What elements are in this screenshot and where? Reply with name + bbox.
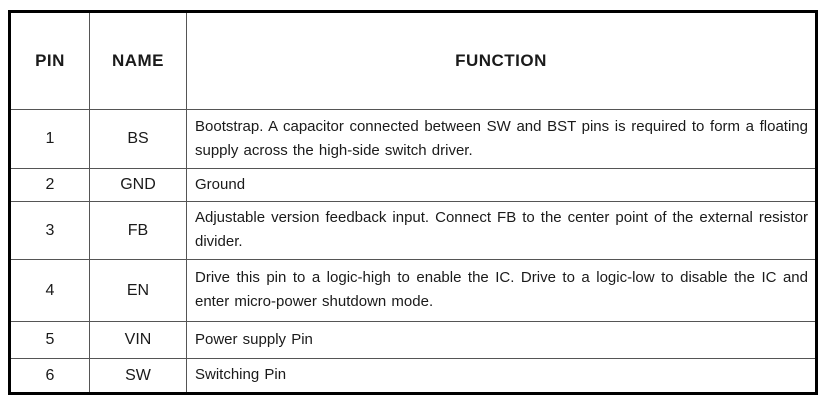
pin-number: 4 — [9, 259, 90, 322]
table-row: 3 FB Adjustable version feedback input. … — [9, 201, 817, 260]
table-header-row: PIN NAME FUNCTION — [9, 11, 817, 110]
table-row: 2 GND Ground — [9, 168, 817, 202]
pin-number: 2 — [9, 168, 90, 202]
pin-name: GND — [89, 168, 187, 202]
pin-name: FB — [89, 201, 187, 260]
pin-function-table-container: PIN NAME FUNCTION 1 BS Bootstrap. A capa… — [8, 10, 818, 395]
table-row: 6 SW Switching Pin — [9, 358, 817, 394]
pin-number: 3 — [9, 201, 90, 260]
header-function: FUNCTION — [186, 11, 817, 110]
pin-number: 5 — [9, 321, 90, 359]
pin-function-table: PIN NAME FUNCTION 1 BS Bootstrap. A capa… — [8, 10, 818, 395]
pin-function: Ground — [186, 168, 817, 202]
pin-number: 1 — [9, 109, 90, 169]
pin-function: Power supply Pin — [186, 321, 817, 359]
pin-name: BS — [89, 109, 187, 169]
pin-name: VIN — [89, 321, 187, 359]
table-row: 4 EN Drive this pin to a logic-high to e… — [9, 259, 817, 322]
table-row: 5 VIN Power supply Pin — [9, 321, 817, 359]
header-name: NAME — [89, 11, 187, 110]
pin-number: 6 — [9, 358, 90, 394]
pin-function: Switching Pin — [186, 358, 817, 394]
pin-function: Adjustable version feedback input. Conne… — [186, 201, 817, 260]
pin-name: SW — [89, 358, 187, 394]
pin-function: Drive this pin to a logic-high to enable… — [186, 259, 817, 322]
table-row: 1 BS Bootstrap. A capacitor connected be… — [9, 109, 817, 169]
header-pin: PIN — [9, 11, 90, 110]
pin-name: EN — [89, 259, 187, 322]
pin-function: Bootstrap. A capacitor connected between… — [186, 109, 817, 169]
